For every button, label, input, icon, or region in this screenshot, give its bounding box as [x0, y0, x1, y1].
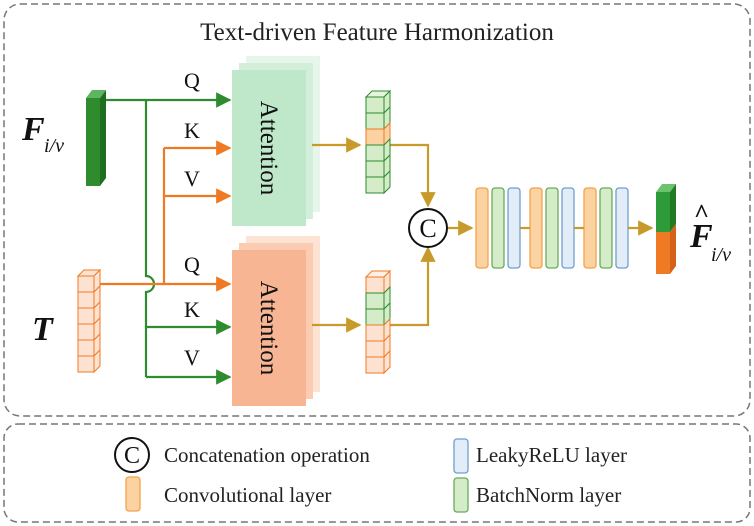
conv-layer-1	[475, 187, 489, 269]
input-f-label: F	[21, 111, 45, 148]
bn-layer-3	[599, 187, 613, 269]
output-hat: ^	[694, 199, 709, 228]
top-k-label: K	[184, 118, 200, 143]
legend-bn-icon	[453, 477, 469, 513]
top-v-label: V	[184, 166, 200, 191]
top-attention-label: Attention	[255, 101, 282, 196]
bn-layer-2	[545, 187, 559, 269]
output-label: F	[689, 218, 713, 255]
bottom-output-tokens	[364, 269, 392, 375]
top-attention-block	[232, 56, 320, 226]
relu-layer-3	[615, 187, 629, 269]
conv-layer-2	[529, 187, 543, 269]
legend-panel	[3, 423, 751, 523]
input-f-tensor	[86, 90, 106, 186]
legend-relu-icon	[453, 438, 469, 474]
relu-layer-1	[507, 187, 521, 269]
input-f-subscript: i/v	[44, 135, 64, 157]
bottom-attention-block	[232, 236, 320, 406]
bottom-attention-label: Attention	[255, 281, 282, 376]
conv-layer-3	[583, 187, 597, 269]
legend-bn-label: BatchNorm layer	[476, 483, 621, 507]
conv-bn-relu-stack	[475, 187, 629, 269]
olive-routing	[312, 137, 474, 333]
output-subscript: i/v	[711, 244, 731, 266]
input-t-label: T	[32, 311, 54, 348]
legend-relu-label: LeakyReLU layer	[476, 443, 627, 467]
legend-concat-label: Concatenation operation	[164, 443, 370, 467]
output-tensor	[656, 184, 676, 274]
main-panel	[3, 3, 751, 417]
top-output-tokens	[364, 89, 392, 195]
input-t-tokens	[76, 268, 102, 374]
bn-layer-1	[491, 187, 505, 269]
bottom-k-label: K	[184, 297, 200, 322]
relu-layer-2	[561, 187, 575, 269]
legend-conv-label: Convolutional layer	[164, 483, 331, 507]
top-q-label: Q	[184, 68, 200, 93]
green-routing	[106, 92, 232, 385]
orange-routing	[100, 140, 232, 292]
legend-conv-icon	[125, 476, 141, 512]
bottom-q-label: Q	[184, 252, 200, 277]
bottom-v-label: V	[184, 345, 200, 370]
concat-node	[408, 208, 448, 248]
diagram-title: Text-driven Feature Harmonization	[200, 19, 554, 46]
legend-concat-icon	[114, 437, 150, 473]
concat-symbol: C	[419, 214, 436, 243]
legend-concat-symbol: C	[124, 443, 140, 469]
